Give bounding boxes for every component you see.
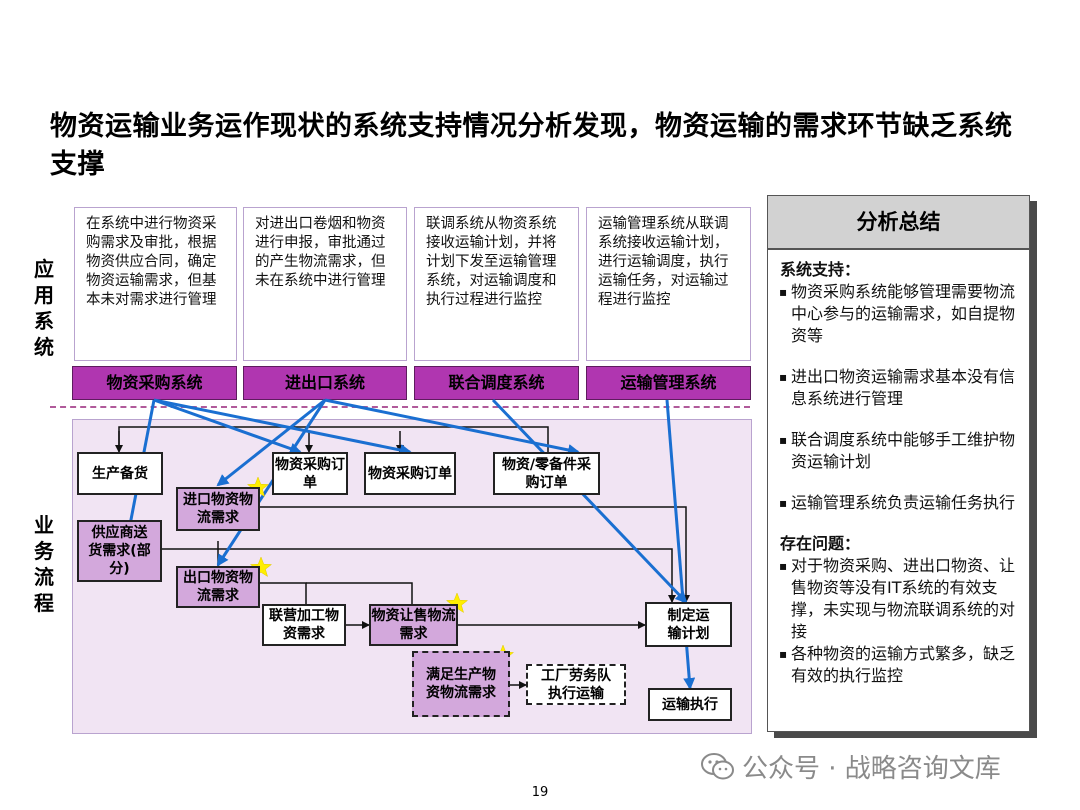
- node-supplier-delivery: 供应商送货需求(部分): [77, 520, 162, 582]
- business-layer-label: 业务流程: [34, 513, 54, 615]
- summary-body: 系统支持： 物资采购系统能够管理需要物流中心参与的运输需求，如自提物资等 进出口…: [779, 259, 1024, 687]
- node-factory-labor: 工厂劳务队执行运输: [526, 664, 626, 705]
- description-joint-dispatch-system: 联调系统从物资系统接收运输计划，并将计划下发至运输管理系统，对运输调度和执行过程…: [414, 207, 579, 361]
- summary-panel: 分析总结 系统支持： 物资采购系统能够管理需要物流中心参与的运输需求，如自提物资…: [767, 195, 1030, 732]
- node-spare-parts-order: 物资/零备件采购订单: [493, 452, 600, 495]
- description-purchase-system: 在系统中进行物资采购需求及审批，根据物资供应合同，确定物资运输需求，但基本未对需…: [74, 207, 237, 361]
- layer-divider: [50, 406, 750, 408]
- support-item: 运输管理系统负责运输任务执行: [779, 492, 1024, 514]
- node-production-demand: 满足生产物资物流需求: [412, 651, 510, 717]
- node-import-demand: 进口物资物流需求: [176, 487, 260, 531]
- page-title: 物资运输业务运作现状的系统支持情况分析发现，物资运输的需求环节缺乏系统支撑: [50, 111, 1013, 180]
- node-material-purchase-order: 物资采购订单: [364, 452, 456, 495]
- issue-item: 各种物资的运输方式繁多，缺乏有效的执行监控: [779, 643, 1024, 687]
- support-item: 联合调度系统中能够手工维护物资运输计划: [779, 429, 1024, 473]
- description-import-export-system: 对进出口卷烟和物资进行申报，审批通过的产生物流需求，但未在系统中进行管理: [243, 207, 407, 361]
- page-number: 19: [531, 785, 549, 800]
- support-title: 系统支持：: [780, 260, 861, 279]
- node-purchase-order: 物资采购订单: [272, 452, 348, 495]
- system-import-export: 进出口系统: [243, 366, 407, 400]
- node-production-prep: 生产备货: [77, 452, 163, 495]
- summary-heading: 分析总结: [768, 196, 1029, 250]
- star-icon: [249, 556, 273, 578]
- system-joint-dispatch: 联合调度系统: [414, 366, 579, 400]
- system-transport-management: 运输管理系统: [586, 366, 751, 400]
- wechat-icon: [701, 752, 734, 779]
- node-export-demand: 出口物资物流需求: [176, 566, 260, 608]
- description-transport-system: 运输管理系统从联调系统接收运输计划，进行运输调度，执行运输任务，对运输过程进行监…: [586, 207, 751, 361]
- support-item: 进出口物资运输需求基本没有信息系统进行管理: [779, 366, 1024, 410]
- support-item: 物资采购系统能够管理需要物流中心参与的运输需求，如自提物资等: [779, 281, 1024, 347]
- watermark-text: 公众号 · 战略咨询文库: [742, 754, 1001, 784]
- node-transfer-sale: 物资让售物流需求: [369, 604, 458, 646]
- node-joint-processing: 联营加工物资需求: [262, 604, 346, 646]
- node-plan-transport: 制定运输计划: [645, 602, 732, 647]
- app-layer-label: 应用系统: [34, 257, 54, 359]
- node-transport-exec: 运输执行: [648, 688, 732, 721]
- issue-title: 存在问题：: [780, 534, 861, 553]
- watermark: 公众号 · 战略咨询文库: [700, 748, 1001, 785]
- issue-item: 对于物资采购、进出口物资、让售物资等没有IT系统的有效支撑，未实现与物流联调系统…: [779, 555, 1024, 643]
